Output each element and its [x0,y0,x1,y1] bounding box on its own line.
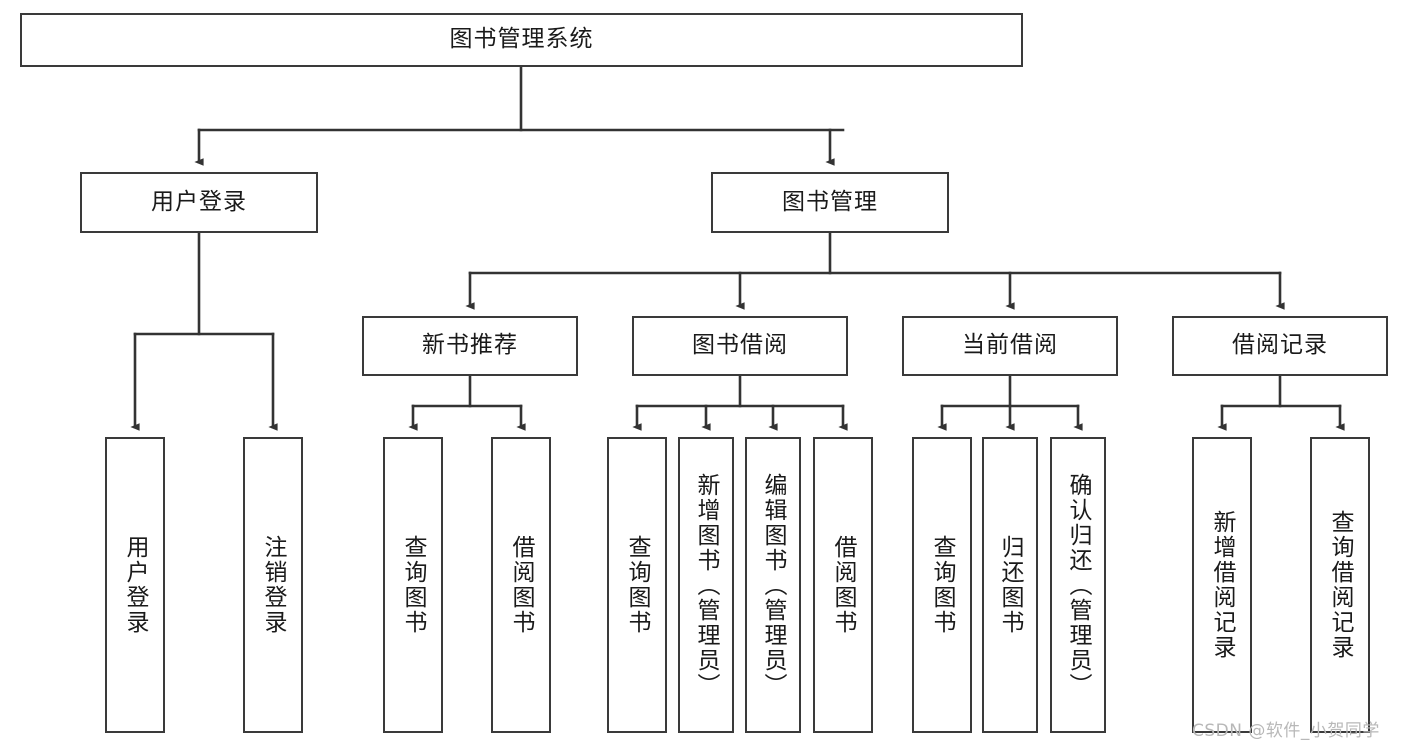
node-leaf-query-book-3[interactable]: 查询图书 [912,437,972,733]
csdn-watermark: CSDN @软件_小贺同学 [1192,721,1380,741]
node-book-manage-label: 图书管理 [782,188,878,215]
node-leaf-query-book-1[interactable]: 查询图书 [383,437,443,733]
node-leaf-query-book-2[interactable]: 查询图书 [607,437,667,733]
node-leaf-add-book[interactable]: 新增图书（管理员） [678,437,734,733]
node-leaf-borrow-book-2-label: 借阅图书 [830,535,857,635]
node-leaf-confirm-return[interactable]: 确认归还（管理员） [1050,437,1106,733]
node-leaf-logout-label: 注销登录 [260,535,287,635]
node-new-book-rec[interactable]: 新书推荐 [362,316,578,376]
node-root[interactable]: 图书管理系统 [20,13,1023,67]
node-leaf-return-book-label: 归还图书 [997,535,1024,635]
node-borrow-record-label: 借阅记录 [1232,332,1328,359]
node-leaf-add-record-label: 新增借阅记录 [1209,510,1236,660]
node-current-borrow[interactable]: 当前借阅 [902,316,1118,376]
node-leaf-edit-book-label: 编辑图书（管理员） [760,472,787,698]
node-leaf-query-book-1-label: 查询图书 [400,535,427,635]
node-leaf-return-book[interactable]: 归还图书 [982,437,1038,733]
node-leaf-query-book-2-label: 查询图书 [624,535,651,635]
node-book-borrow[interactable]: 图书借阅 [632,316,848,376]
node-leaf-query-record[interactable]: 查询借阅记录 [1310,437,1370,733]
node-leaf-logout[interactable]: 注销登录 [243,437,303,733]
node-root-label: 图书管理系统 [449,26,594,53]
node-user-login[interactable]: 用户登录 [80,172,318,233]
node-new-book-rec-label: 新书推荐 [422,332,518,359]
node-leaf-add-book-label: 新增图书（管理员） [693,472,720,698]
node-leaf-borrow-book-2[interactable]: 借阅图书 [813,437,873,733]
node-current-borrow-label: 当前借阅 [962,332,1058,359]
node-book-borrow-label: 图书借阅 [692,332,788,359]
node-leaf-borrow-book-1[interactable]: 借阅图书 [491,437,551,733]
node-book-manage[interactable]: 图书管理 [711,172,949,233]
node-user-login-label: 用户登录 [151,188,247,215]
node-leaf-add-record[interactable]: 新增借阅记录 [1192,437,1252,733]
node-leaf-query-book-3-label: 查询图书 [929,535,956,635]
node-leaf-borrow-book-1-label: 借阅图书 [508,535,535,635]
node-borrow-record[interactable]: 借阅记录 [1172,316,1388,376]
node-leaf-user-login-label: 用户登录 [122,535,149,635]
node-leaf-user-login[interactable]: 用户登录 [105,437,165,733]
node-leaf-confirm-return-label: 确认归还（管理员） [1065,472,1092,698]
node-leaf-edit-book[interactable]: 编辑图书（管理员） [745,437,801,733]
node-leaf-query-record-label: 查询借阅记录 [1327,510,1354,660]
